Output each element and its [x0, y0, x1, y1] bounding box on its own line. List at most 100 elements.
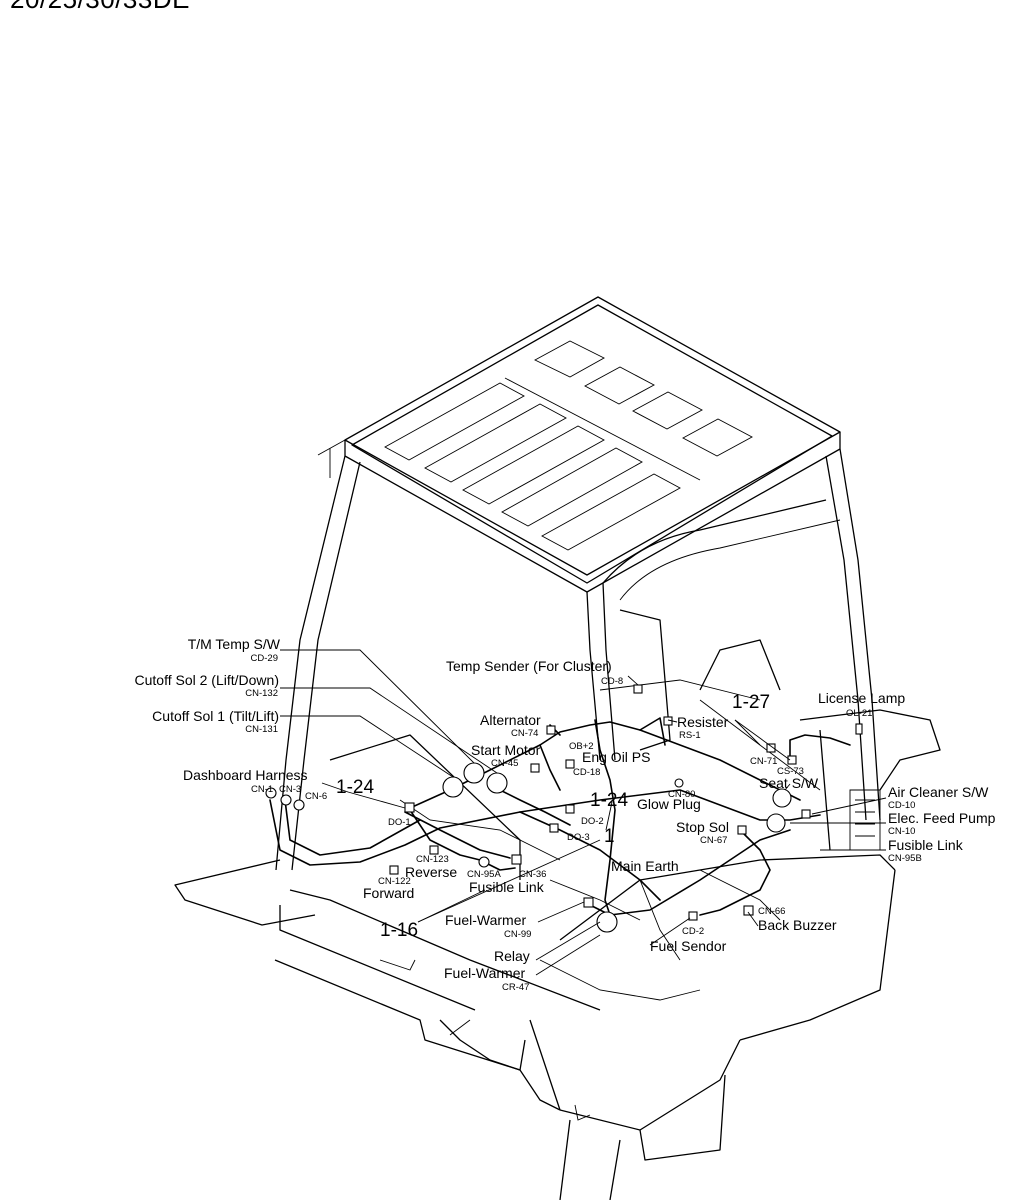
labels: T/M Temp S/W CD-29 Cutoff Sol 2 (Lift/Do… — [135, 636, 996, 993]
connector-cn36 — [511, 854, 522, 865]
connector-relay — [596, 911, 618, 933]
ref-1-16: 1-16 — [380, 920, 418, 941]
label-resister: Resister — [677, 714, 729, 730]
code-cn95a: CN-95A — [467, 869, 501, 880]
label-air-cleaner-sw: Air Cleaner S/W — [888, 784, 989, 800]
label-glow-plug: Glow Plug — [637, 796, 701, 812]
label-fuel-sendor: Fuel Sendor — [650, 938, 727, 954]
connector-cn6 — [293, 799, 305, 811]
connector-cd29 — [463, 762, 485, 784]
ref-1-24-center: 1-24 — [590, 790, 628, 811]
ref-1-24-left: 1-24 — [336, 777, 374, 798]
code-cn67: CN-67 — [700, 835, 727, 846]
connector-seat-sw — [772, 788, 792, 808]
code-cn131: CN-131 — [245, 724, 278, 735]
overhead-guard — [317, 296, 841, 593]
page-title: 20/25/30/33DE — [10, 0, 190, 15]
code-cn99: CN-99 — [504, 929, 531, 940]
code-ob2: OB+2 — [569, 741, 594, 752]
label-cutoff-sol-2: Cutoff Sol 2 (Lift/Down) — [135, 672, 279, 688]
connector-stop-sol — [737, 825, 747, 835]
code-cn123: CN-123 — [416, 854, 449, 865]
code-cn80: CN-80 — [668, 789, 695, 800]
connector-cn67 — [766, 813, 786, 833]
code-cs73: CS-73 — [777, 766, 804, 777]
guard-pillars — [275, 448, 881, 871]
label-cutoff-sol-1: Cutoff Sol 1 (Tilt/Lift) — [152, 708, 279, 724]
label-stop-sol: Stop Sol — [676, 819, 729, 835]
connectors — [265, 684, 863, 933]
connector-cn122 — [389, 865, 399, 875]
label-relay: Relay — [494, 948, 530, 964]
harness-wires — [269, 717, 851, 916]
code-cd2: CD-2 — [682, 926, 704, 937]
connector-cn131 — [442, 776, 464, 798]
connector-cs73 — [787, 755, 797, 765]
code-cn6: CN-6 — [305, 791, 327, 802]
code-cn74: CN-74 — [511, 728, 538, 739]
connector-do2 — [565, 804, 575, 814]
ref-1: 1 — [604, 826, 615, 847]
label-license-lamp: License Lamp — [818, 690, 905, 706]
code-cn122: CN-122 — [378, 876, 411, 887]
code-cd29: CD-29 — [251, 653, 278, 664]
label-fusible-link-right: Fusible Link — [888, 837, 964, 853]
connector-do3 — [549, 823, 559, 833]
connector-cn95a — [478, 856, 490, 868]
connector-cd2 — [688, 911, 698, 921]
code-ol21: OL-21 — [846, 708, 872, 719]
code-cn45: CN-45 — [491, 758, 518, 769]
connector-cn80 — [674, 778, 684, 788]
code-cn66: CN-66 — [758, 906, 785, 917]
label-fuel-warmer-upper: Fuel-Warmer — [445, 912, 526, 928]
code-do2: DO-2 — [581, 816, 604, 827]
ref-1-27: 1-27 — [732, 692, 770, 713]
connector-cn1 — [265, 787, 277, 799]
label-elec-feed-pump: Elec. Feed Pump — [888, 810, 996, 826]
code-cn71: CN-71 — [750, 756, 777, 767]
label-dashboard-harness: Dashboard Harness — [183, 767, 308, 783]
connector-cd10 — [801, 809, 811, 819]
connector-cn45 — [530, 763, 540, 773]
code-do1: DO-1 — [388, 817, 411, 828]
body-frame — [174, 609, 941, 1200]
label-back-buzzer: Back Buzzer — [758, 917, 837, 933]
leader-lines — [280, 649, 887, 976]
connector-cn3 — [280, 794, 292, 806]
label-start-motor: Start Motor — [471, 742, 541, 758]
code-cr47: CR-47 — [502, 982, 529, 993]
connector-do1 — [404, 802, 415, 813]
connector-cn66 — [743, 905, 754, 916]
code-cd18: CD-18 — [573, 767, 600, 778]
connector-cd18 — [565, 759, 575, 769]
connector-cn71 — [766, 743, 776, 753]
roof-vents — [384, 340, 753, 551]
code-cd8: CD-8 — [601, 676, 623, 687]
code-cn3: CN-3 — [279, 784, 301, 795]
connector-ol21 — [855, 723, 863, 735]
label-alternator: Alternator — [480, 712, 541, 728]
label-tm-temp-sw: T/M Temp S/W — [188, 636, 281, 652]
code-do3: DO-3 — [567, 832, 590, 843]
connector-cd8 — [633, 684, 643, 694]
forklift-line-art — [174, 296, 941, 1200]
label-eng-oil-ps: Eng Oil PS — [582, 749, 650, 765]
label-seat-sw: Seat S/W — [759, 775, 819, 791]
label-reverse: Reverse — [405, 864, 457, 880]
code-cn36: CN-36 — [519, 869, 546, 880]
code-cn95b: CN-95B — [888, 853, 922, 864]
label-temp-sender: Temp Sender (For Cluster) — [446, 658, 612, 674]
connector-cn74 — [546, 725, 556, 735]
label-fusible-link-left: Fusible Link — [469, 879, 545, 895]
code-cn132: CN-132 — [245, 688, 278, 699]
connector-cn123 — [429, 845, 439, 855]
code-cd10: CD-10 — [888, 800, 915, 811]
code-cn10: CN-10 — [888, 826, 915, 837]
connector-cn132 — [486, 772, 508, 794]
label-fuel-warmer-lower: Fuel-Warmer — [444, 965, 525, 981]
connector-cn99 — [583, 897, 594, 908]
label-forward: Forward — [363, 885, 414, 901]
code-rs1: RS-1 — [679, 730, 701, 741]
code-cn1: CN-1 — [251, 784, 273, 795]
